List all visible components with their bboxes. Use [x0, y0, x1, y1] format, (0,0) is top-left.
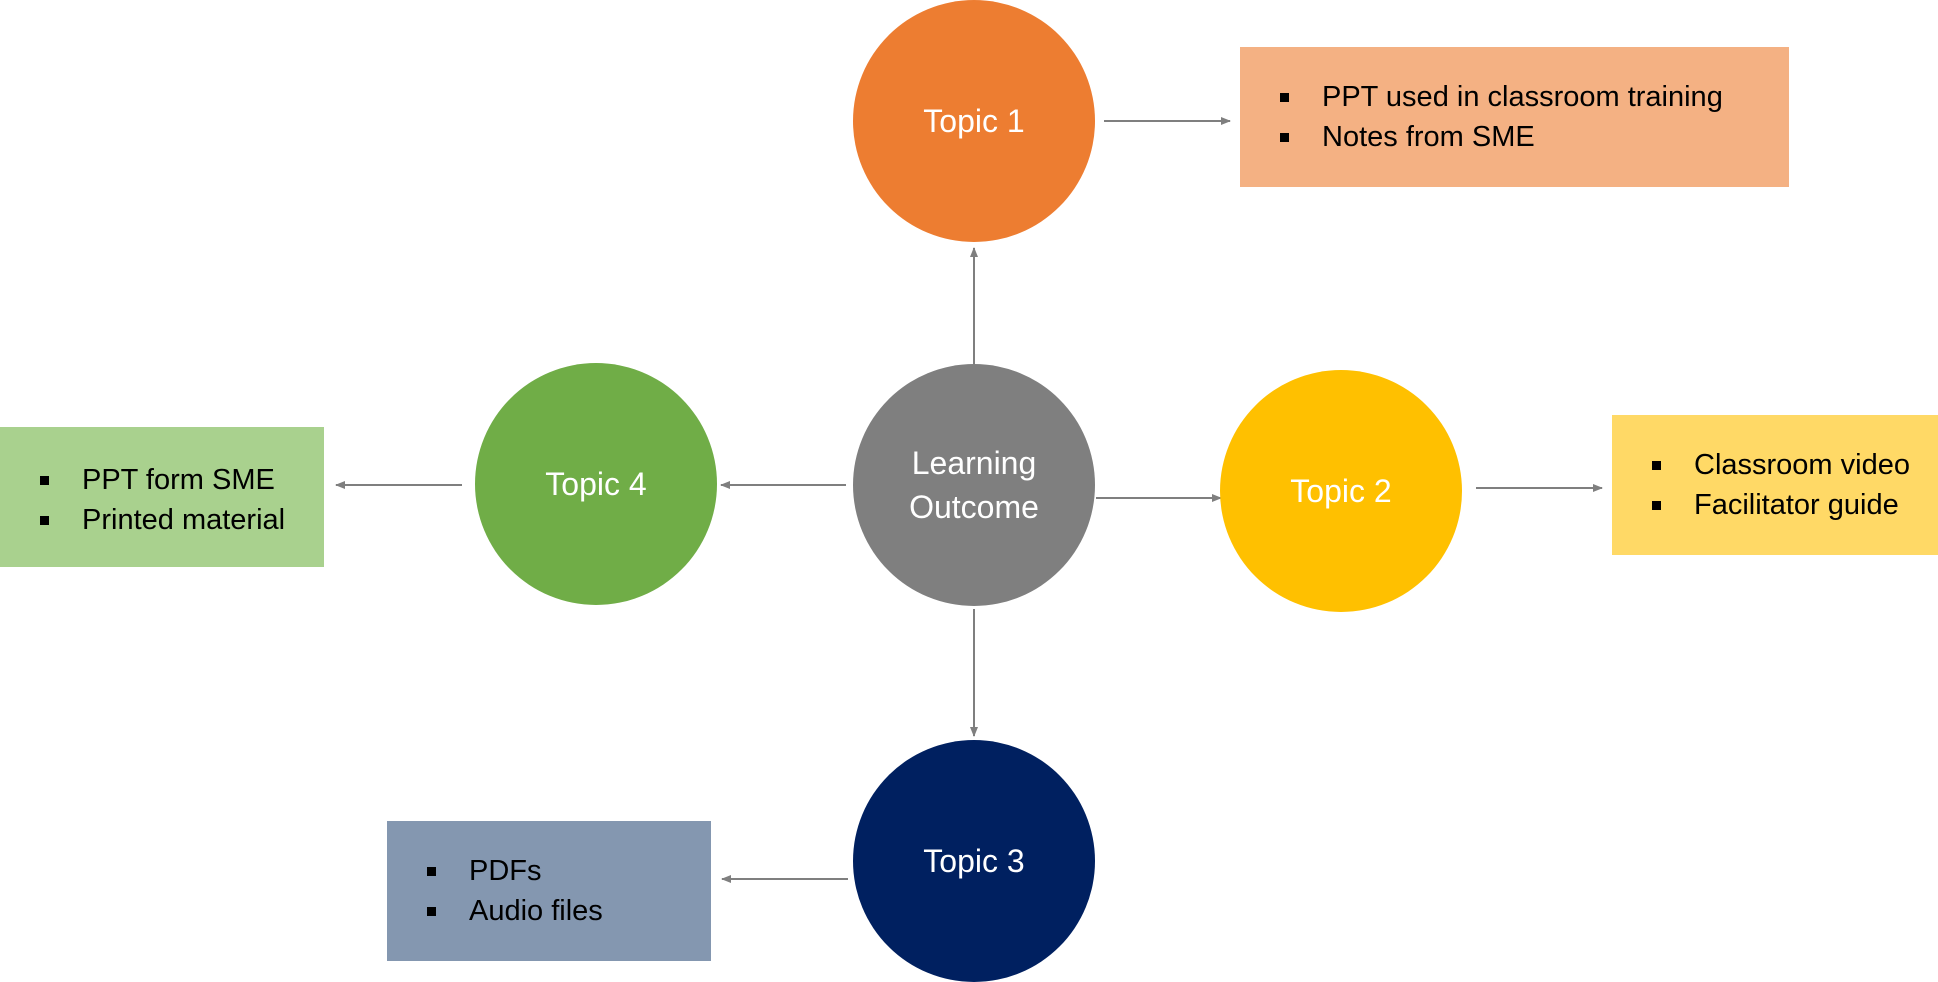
bullet-icon — [40, 476, 49, 485]
topic-3-label: Topic 3 — [923, 843, 1025, 879]
topic-4-node: Topic 4 — [475, 363, 717, 605]
topic-2-node: Topic 2 — [1220, 370, 1462, 612]
list-item: Facilitator guide — [1644, 485, 1938, 525]
topic-2-label: Topic 2 — [1290, 473, 1392, 509]
bullet-icon — [40, 516, 49, 525]
topic-3-resources-box: PDFs Audio files — [387, 821, 711, 961]
list-item: Printed material — [32, 500, 324, 540]
list-item: PDFs — [419, 851, 711, 891]
topic-1-label: Topic 1 — [923, 103, 1025, 139]
list-item: PPT used in classroom training — [1272, 77, 1789, 117]
learning-outcome-line2: Outcome — [909, 489, 1039, 525]
bullet-icon — [1652, 501, 1661, 510]
list-item: PPT form SME — [32, 460, 324, 500]
learning-outcome-line1: Learning — [911, 445, 1037, 481]
topic-4-label: Topic 4 — [545, 466, 647, 502]
list-item: Notes from SME — [1272, 117, 1789, 157]
list-item: Audio files — [419, 891, 711, 931]
learning-outcome-node: Learning Outcome — [853, 364, 1095, 606]
topic-2-resources-box: Classroom video Facilitator guide — [1612, 415, 1938, 555]
bullet-icon — [427, 907, 436, 916]
topic-1-node: Topic 1 — [853, 0, 1095, 242]
topic-4-resources-box: PPT form SME Printed material — [0, 427, 324, 567]
topic-1-resources-box: PPT used in classroom training Notes fro… — [1240, 47, 1789, 187]
bullet-icon — [1280, 133, 1289, 142]
bullet-icon — [1652, 461, 1661, 470]
bullet-icon — [427, 867, 436, 876]
bullet-icon — [1280, 93, 1289, 102]
list-item: Classroom video — [1644, 445, 1938, 485]
topic-3-node: Topic 3 — [853, 740, 1095, 982]
